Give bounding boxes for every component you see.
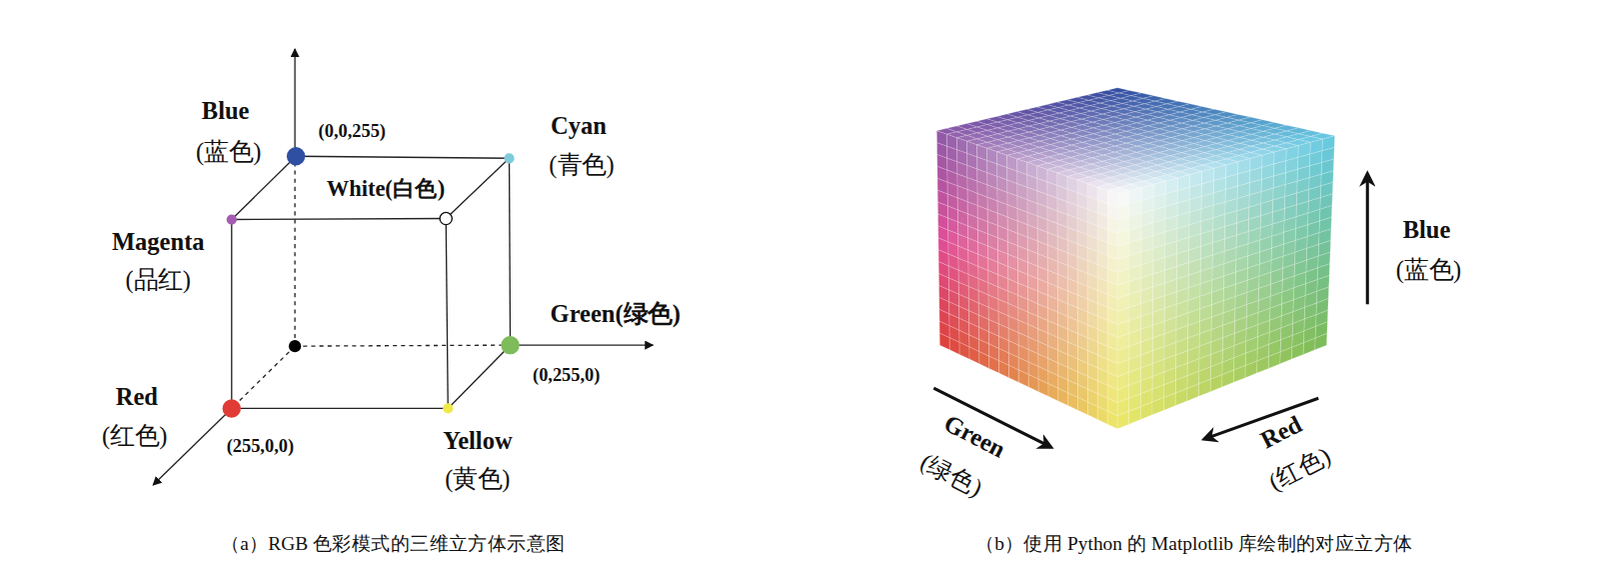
cube-cell <box>989 355 1000 373</box>
cube-cell <box>1222 369 1235 387</box>
cube-cell <box>1303 337 1316 354</box>
vertex-label: (品红) <box>123 266 193 295</box>
vertex-label: (黄色) <box>442 465 512 494</box>
cube-cell <box>1107 410 1118 429</box>
axis-label: Blue <box>1401 216 1454 245</box>
cube-cell <box>1164 392 1177 410</box>
cube-cell <box>1233 365 1246 383</box>
cube-cell <box>1068 392 1079 410</box>
vertex-label: White(白色) <box>324 175 448 202</box>
axis-label: Red <box>113 383 160 412</box>
cube-cell <box>1175 387 1188 405</box>
cube-cell <box>1117 410 1130 429</box>
axis-label: (绿色) <box>913 447 989 505</box>
axis-label: Green(绿色) <box>548 299 683 328</box>
vertex-label: Cyan <box>548 112 609 141</box>
cube-cell <box>1028 374 1039 392</box>
axis-label: (红色) <box>99 422 169 451</box>
caption: （a）RGB 色彩模式的三维立方体示意图 <box>218 532 567 555</box>
cube-cell <box>1268 351 1281 369</box>
axis-label: Blue <box>199 97 252 126</box>
cube-cell <box>1198 378 1211 396</box>
axis-label: Green <box>937 408 1012 465</box>
cube-cell <box>1129 406 1142 424</box>
cube-cell <box>1315 332 1328 349</box>
coordinate-label: (0,0,255) <box>316 119 388 141</box>
coordinate-label: (0,255,0) <box>530 363 602 385</box>
cube-cell <box>1245 360 1258 378</box>
cube-cell <box>939 332 950 350</box>
cube-cell <box>1097 406 1108 425</box>
cube-cell <box>1257 355 1270 373</box>
cube-cell <box>969 346 980 364</box>
rgb-cube-wireframe <box>152 48 653 485</box>
vertex-label: (青色) <box>546 150 616 179</box>
cube-cell <box>1187 383 1200 401</box>
cube-cell <box>1292 342 1305 359</box>
cube-cell <box>1018 369 1029 387</box>
cube-cell <box>1087 401 1098 420</box>
cube-cell <box>949 337 960 355</box>
matplotlib-color-cube <box>936 87 1335 429</box>
cube-cell <box>1038 378 1049 396</box>
cube-cell <box>1152 397 1165 415</box>
axis-label: (蓝色) <box>1394 256 1464 285</box>
cube-cell <box>1078 396 1089 414</box>
cube-cell <box>959 341 970 359</box>
caption: （b）使用 Python 的 Matplotlib 库绘制的对应立方体 <box>973 532 1416 555</box>
axis-arrows <box>933 173 1368 448</box>
cube-cell <box>1058 387 1069 405</box>
cube-cell <box>1210 374 1223 392</box>
vertex-label: Magenta <box>109 228 207 257</box>
cube-cell <box>1280 346 1293 364</box>
axis-label: (蓝色) <box>193 138 263 167</box>
cube-cell <box>999 360 1010 378</box>
cube-cell <box>979 351 990 369</box>
cube-cell <box>1008 364 1019 382</box>
cube-cell <box>1140 401 1153 419</box>
vertex-label: Yellow <box>440 427 515 456</box>
cube-cell <box>1048 383 1059 401</box>
vertex-dots <box>222 146 520 418</box>
coordinate-label: (255,0,0) <box>224 435 296 457</box>
